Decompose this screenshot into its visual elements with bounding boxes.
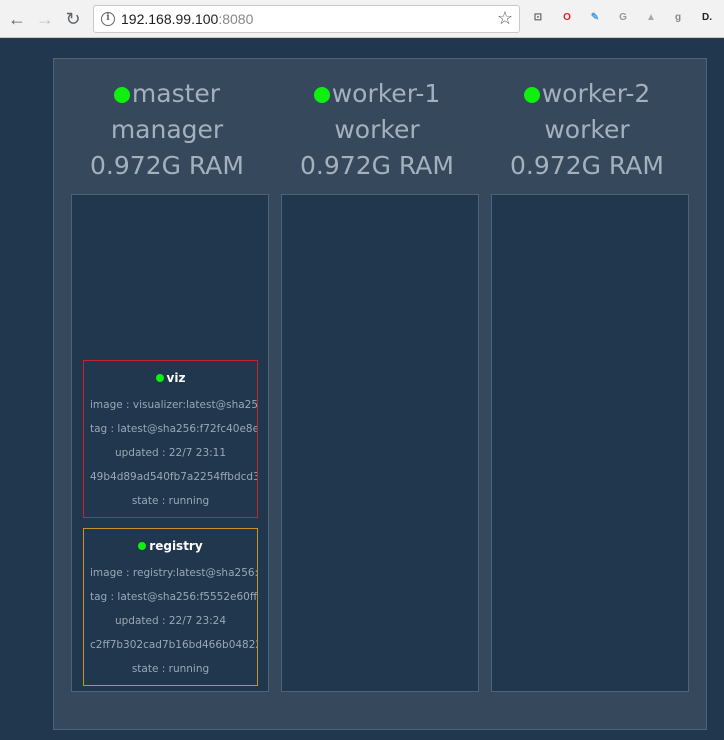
info-icon[interactable]: i bbox=[101, 12, 115, 26]
address-bar[interactable]: i 192.168.99.100:8080 ☆ bbox=[93, 5, 520, 33]
service-updated: updated : 22/7 23:11 bbox=[114, 447, 227, 459]
service-name: viz bbox=[84, 371, 257, 391]
url-text: 192.168.99.100:8080 bbox=[121, 11, 254, 27]
service-id: c2ff7b302cad7b16bd466b048223ee bbox=[90, 639, 257, 651]
service-image: image : visualizer:latest@sha256:f72fc40… bbox=[90, 399, 258, 411]
service-card-viz[interactable]: viz image : visualizer:latest@sha256:f72… bbox=[83, 360, 258, 518]
forward-arrow-icon[interactable]: → bbox=[36, 9, 54, 29]
service-id: 49b4d89ad540fb7a2254ffbdcd3b967 bbox=[90, 471, 258, 483]
drive-icon[interactable]: ▲ bbox=[646, 12, 656, 23]
google-translate-icon[interactable]: G bbox=[619, 12, 627, 23]
google-icon[interactable]: g bbox=[674, 12, 682, 23]
status-dot bbox=[113, 87, 130, 103]
status-dot bbox=[138, 542, 147, 550]
node-header-worker-2: worker-2 worker 0.972G RAM bbox=[510, 79, 664, 180]
status-dot bbox=[155, 374, 164, 382]
d-icon[interactable]: D. bbox=[702, 12, 712, 23]
service-updated: updated : 22/7 23:24 bbox=[114, 615, 227, 627]
status-dot bbox=[523, 87, 540, 103]
node-header-worker-1: worker-1 worker 0.972G RAM bbox=[300, 79, 454, 180]
back-arrow-icon[interactable]: ← bbox=[8, 9, 26, 29]
service-tag: tag : latest@sha256:f72fc40e8ebd12 bbox=[90, 423, 258, 435]
node-column-worker-2 bbox=[491, 194, 689, 692]
bookmark-star-icon[interactable]: ☆ bbox=[496, 8, 513, 28]
browser-toolbar: ← → ↻ i 192.168.99.100:8080 ☆ ⊡ O ✎ G ▲ g D. bbox=[0, 0, 724, 38]
node-column-worker-1 bbox=[281, 194, 479, 692]
service-tag: tag : latest@sha256:f5552e60ffd56fe bbox=[90, 591, 258, 603]
node-column-master: viz image : visualizer:latest@sha256:f72… bbox=[71, 194, 269, 692]
service-name: registry bbox=[84, 539, 257, 559]
service-image: image : registry:latest@sha256:f5552 bbox=[90, 567, 258, 579]
reload-icon[interactable]: ↻ bbox=[65, 9, 81, 29]
service-state: state : running bbox=[131, 495, 210, 507]
node-header-master: master manager 0.972G RAM bbox=[90, 79, 244, 180]
status-dot bbox=[313, 87, 330, 103]
service-card-registry[interactable]: registry image : registry:latest@sha256:… bbox=[83, 528, 258, 686]
service-state: state : running bbox=[131, 663, 210, 675]
cluster-panel: master manager 0.972G RAM worker-1 worke… bbox=[53, 58, 707, 730]
bird-icon[interactable]: ✎ bbox=[590, 12, 600, 23]
cast-icon[interactable]: ⊡ bbox=[533, 12, 543, 23]
opera-icon[interactable]: O bbox=[563, 12, 571, 23]
